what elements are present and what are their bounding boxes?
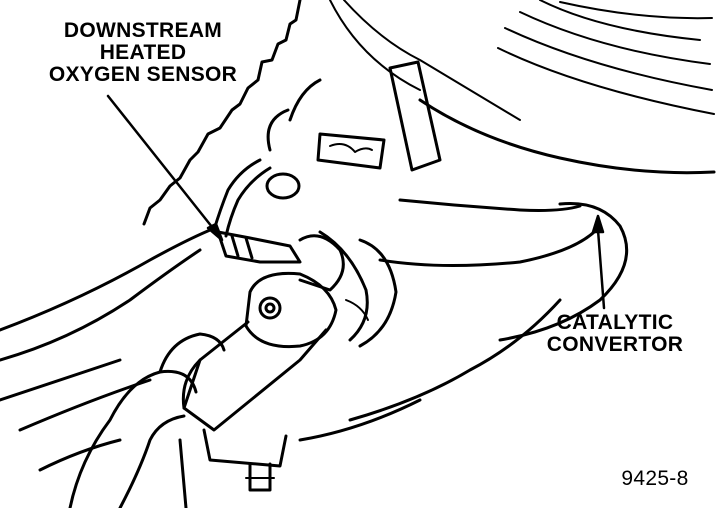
exhaust-pipe bbox=[0, 226, 217, 472]
sensor-label-line3: OXYGEN SENSOR bbox=[48, 63, 238, 87]
sensor-label-line2: HEATED bbox=[99, 41, 187, 65]
sensor-wire-harness bbox=[212, 78, 322, 238]
converter-callout: CATALYTIC CONVERTOR bbox=[520, 311, 710, 357]
converter-label-line2: CONVERTOR bbox=[546, 333, 684, 357]
heat-shield-bracket bbox=[316, 60, 442, 172]
converter-arrowhead bbox=[591, 214, 605, 234]
leader-lines bbox=[106, 94, 606, 310]
sensor-callout: DOWNSTREAM HEATED OXYGEN SENSOR bbox=[8, 19, 278, 87]
lower-bracket bbox=[202, 428, 288, 492]
sensor-label-line1: DOWNSTREAM bbox=[63, 19, 223, 42]
converter-leader-line bbox=[596, 228, 606, 310]
ratchet-wrench bbox=[181, 230, 398, 432]
converter-label-line1: CATALYTIC bbox=[556, 311, 674, 334]
figure-number: 9425-8 bbox=[621, 467, 689, 490]
sensor-leader-line bbox=[106, 94, 218, 234]
hand bbox=[68, 332, 226, 510]
sensor-arrowhead bbox=[206, 222, 224, 242]
converter-shell bbox=[298, 98, 716, 442]
floor-pan-torn-edge bbox=[142, 0, 302, 226]
body-panel-contours bbox=[329, 0, 715, 121]
